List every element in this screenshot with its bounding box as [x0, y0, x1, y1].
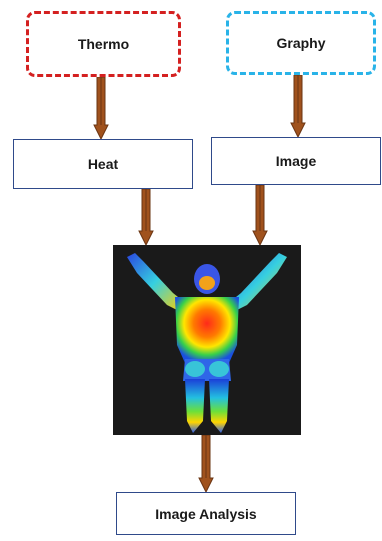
thermo-label: Thermo [78, 36, 129, 52]
graphy-label: Graphy [276, 35, 325, 51]
thermal-body-image [113, 245, 301, 435]
image-analysis-box: Image Analysis [116, 492, 296, 535]
arrow-heat-image-icon [139, 189, 153, 245]
arrow-graphy-image-icon [291, 75, 305, 137]
arrow-thermo-heat-icon [94, 77, 108, 139]
image-analysis-label: Image Analysis [155, 506, 256, 522]
arrow-image-image-icon [253, 185, 267, 245]
arrow-image-analysis-icon [199, 435, 213, 492]
graphy-box: Graphy [226, 11, 376, 75]
heat-box: Heat [13, 139, 193, 189]
image-box: Image [211, 137, 381, 185]
image-label: Image [276, 153, 316, 169]
thermo-box: Thermo [26, 11, 181, 77]
heat-label: Heat [88, 156, 118, 172]
